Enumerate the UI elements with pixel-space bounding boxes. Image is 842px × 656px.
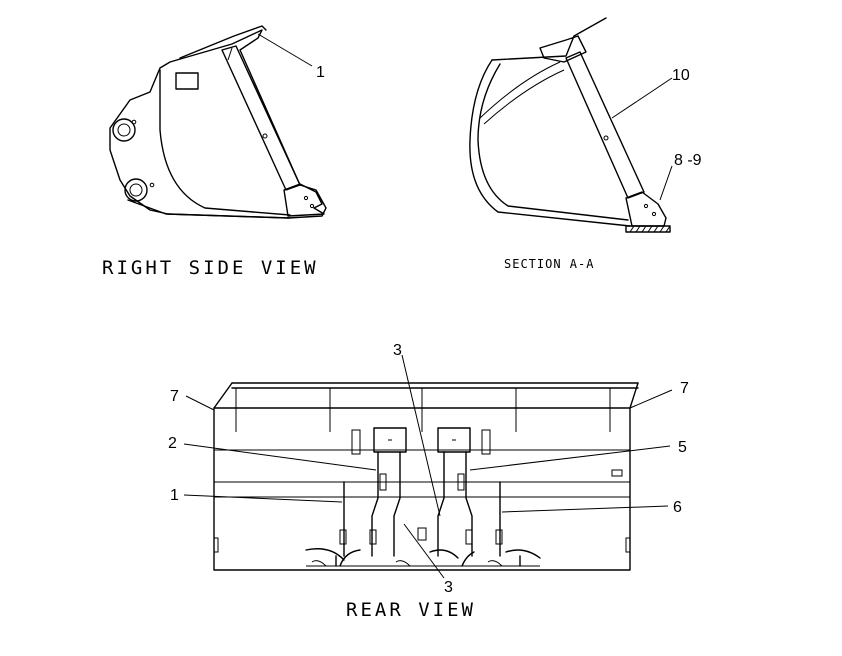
leader-3-top: [401, 354, 441, 517]
callout-3-top: 3: [393, 342, 402, 359]
label-plate: [175, 72, 199, 90]
upper-pin-boss: [112, 118, 136, 142]
section-top-bracket: [539, 35, 587, 63]
pad-left: [351, 429, 361, 455]
bucket-floor: [159, 69, 291, 216]
leader-8-9: [659, 165, 673, 201]
callout-1-rear: 1: [170, 487, 179, 504]
leader-7-left: [185, 395, 215, 411]
tooth-guard-1: [305, 548, 361, 567]
rear-view: 3 7 7 2 5 1 6 3 REAR VIEW: [168, 342, 689, 621]
section-a-a-view: 10 8 -9 SECTION A-A: [469, 17, 702, 271]
leader-1-rear: [183, 494, 343, 503]
center-plate: [417, 527, 427, 541]
leader-6: [501, 505, 669, 513]
left-link-arm: [371, 451, 401, 557]
callout-7-right: 7: [680, 380, 689, 397]
rear-outline: [213, 382, 639, 571]
right-side-view: 1 RIGHT SIDE VIEW: [102, 25, 327, 279]
callout-2: 2: [168, 435, 177, 452]
rear-view-title: REAR VIEW: [346, 599, 476, 621]
pad-right: [481, 429, 491, 455]
right-link-arm: [437, 451, 473, 557]
leader-7-right: [629, 389, 673, 409]
tooth-adapter: [283, 183, 325, 217]
right-side-view-title: RIGHT SIDE VIEW: [102, 257, 319, 279]
section-view-title: SECTION A-A: [504, 257, 594, 271]
lower-pin-boss: [124, 178, 148, 202]
side-bars: [343, 481, 501, 557]
callout-3-bottom: 3: [444, 579, 453, 596]
callout-1: 1: [316, 64, 325, 81]
callout-10: 10: [672, 67, 690, 84]
side-brace: [221, 45, 301, 191]
rear-top-rail: [231, 382, 639, 389]
callout-7-left: 7: [170, 388, 179, 405]
leader-5: [469, 445, 671, 471]
leader-1: [257, 33, 313, 67]
leader-10: [611, 77, 673, 119]
section-brace: [565, 51, 645, 199]
callout-6: 6: [673, 499, 682, 516]
right-mount-block: [437, 427, 471, 453]
spill-guard: [179, 25, 267, 59]
section-shell-inner: [477, 63, 629, 221]
leader-3-bottom: [403, 523, 445, 579]
callout-8-9: 8 -9: [674, 152, 702, 169]
cutting-edge: [127, 199, 291, 219]
section-shell-outer: [469, 59, 631, 227]
left-mount-block: [373, 427, 407, 453]
tooth-guard-3: [505, 549, 541, 567]
leader-2: [183, 443, 377, 471]
section-top-rail: [491, 17, 607, 61]
tooth-guard-2: [429, 549, 475, 567]
indicator-slot: [611, 469, 623, 477]
callout-5: 5: [678, 439, 687, 456]
